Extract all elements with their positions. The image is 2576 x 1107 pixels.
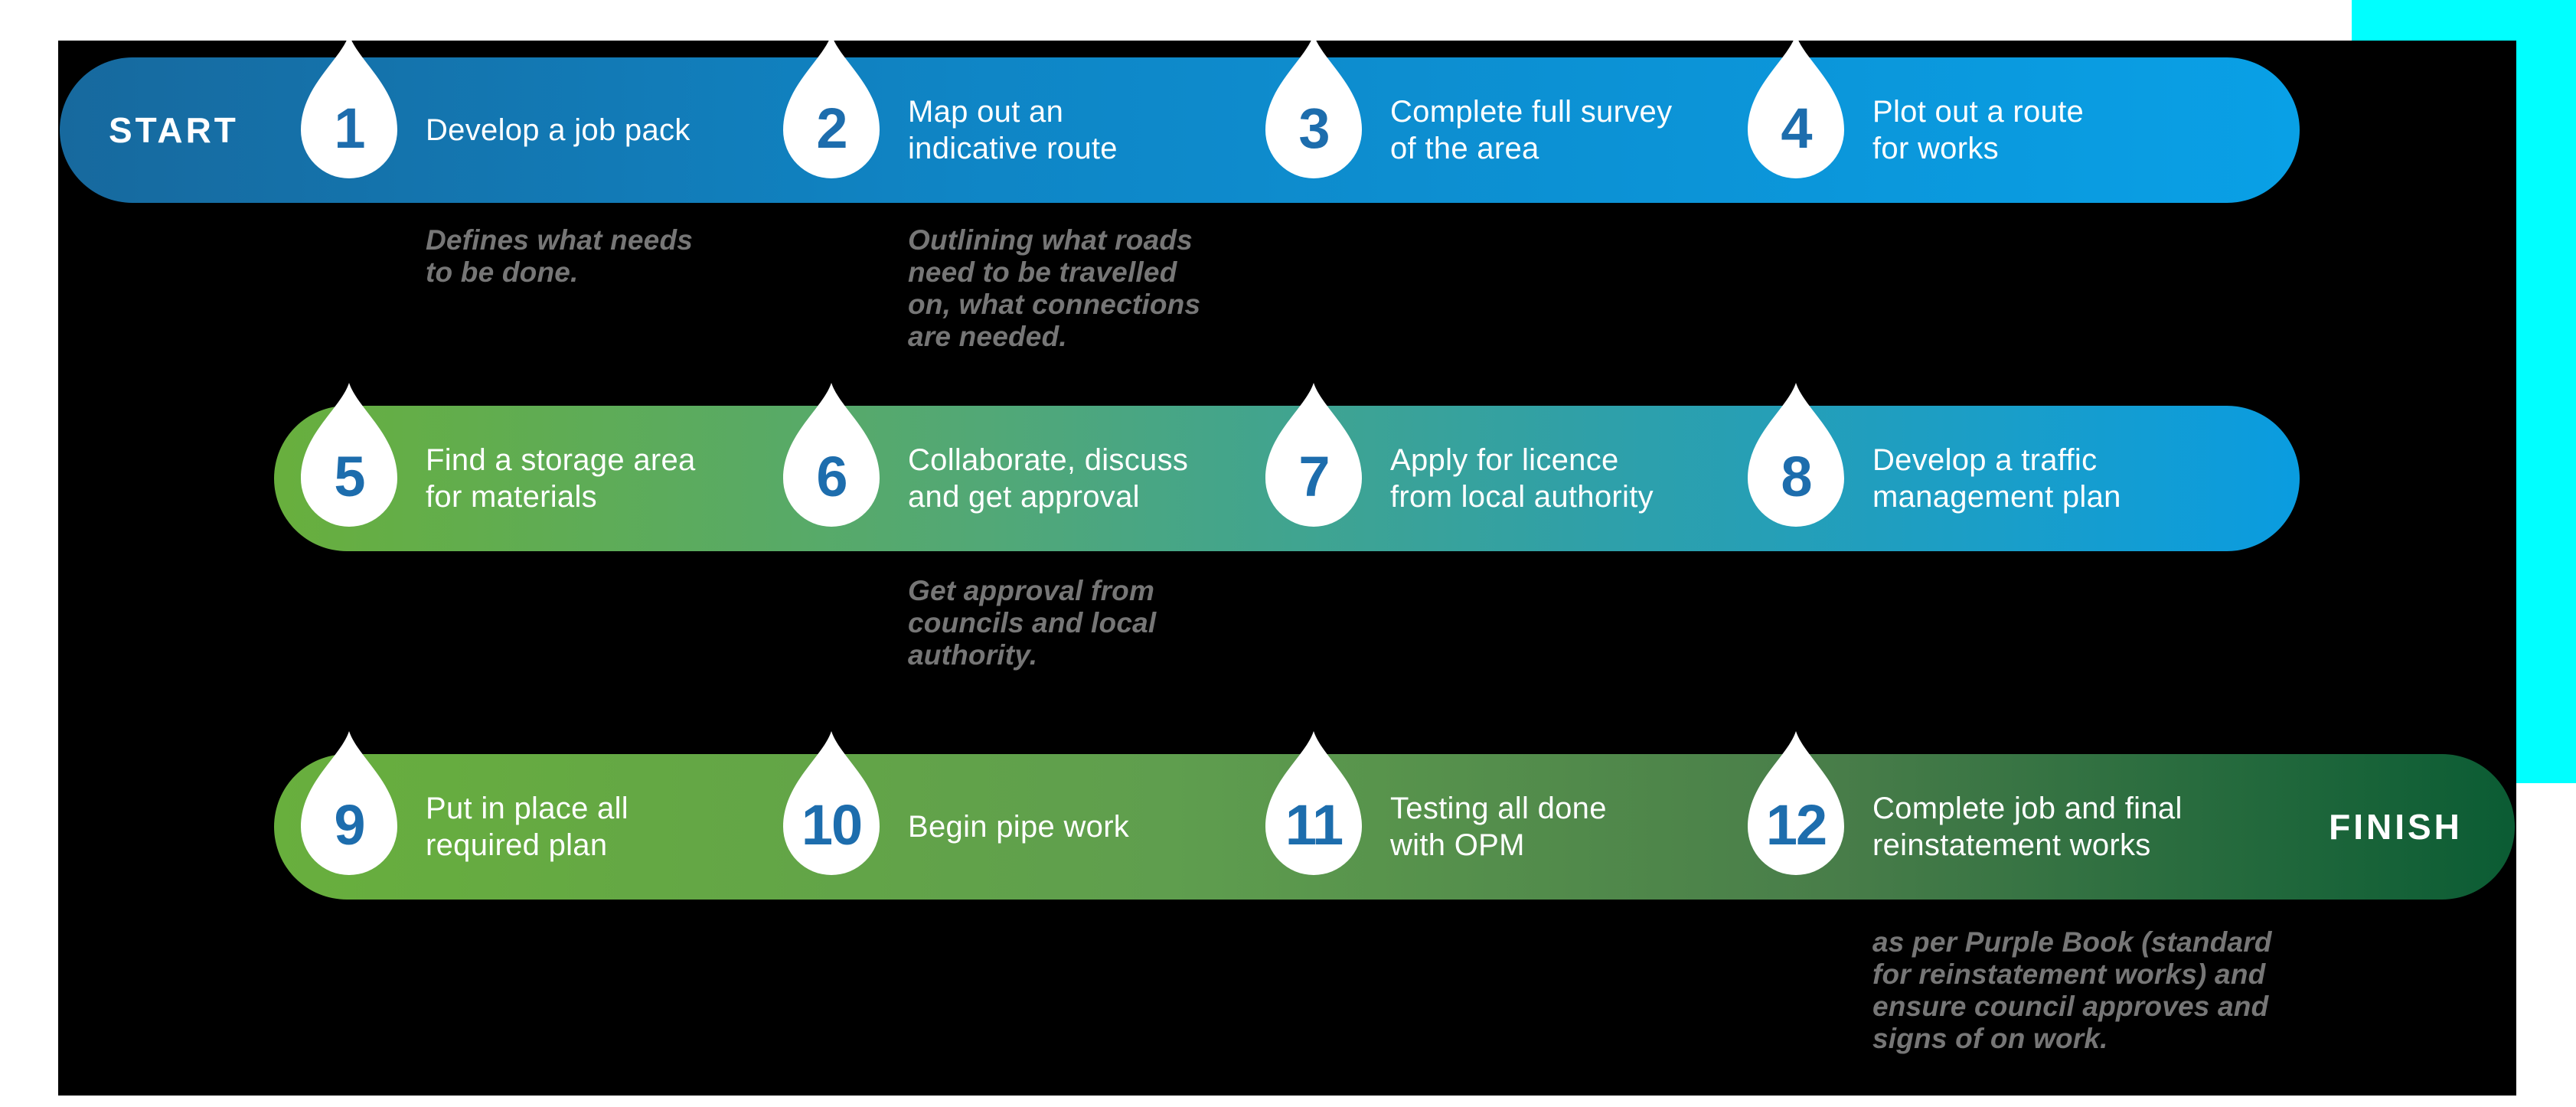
step-9-label: Put in place all required plan <box>426 792 628 862</box>
step-9-number: 9 <box>334 792 365 857</box>
water-drop-icon <box>783 34 880 178</box>
step-6-caption: Get approval from councils and local aut… <box>908 575 1157 671</box>
process-bar-row-3 <box>274 754 2515 900</box>
step-1-label: Develop a job pack <box>426 113 691 147</box>
step-12-number: 12 <box>1765 792 1827 857</box>
step-8-label: Develop a traffic management plan <box>1872 443 2121 514</box>
water-drop-icon <box>1748 383 1844 527</box>
step-2-label: Map out an indicative route <box>908 95 1118 165</box>
water-drop-icon <box>301 731 397 875</box>
step-2-marker: 2 <box>783 33 880 178</box>
finish-label: FINISH <box>2329 807 2463 847</box>
step-11-number: 11 <box>1285 792 1344 857</box>
step-4-number: 4 <box>1781 96 1812 160</box>
step-12-caption: as per Purple Book (standard for reinsta… <box>1872 926 2272 1054</box>
water-drop-icon <box>1748 731 1844 875</box>
step-3-marker: 3 <box>1265 33 1362 178</box>
step-10-number: 10 <box>801 792 863 857</box>
water-drop-icon <box>1265 383 1362 527</box>
step-6-label: Collaborate, discuss and get approval <box>908 443 1189 514</box>
water-drop-icon <box>783 383 880 527</box>
step-6-marker: 6 <box>783 381 880 527</box>
step-4-label: Plot out a route for works <box>1872 95 2085 165</box>
step-8-marker: 8 <box>1748 381 1844 527</box>
step-6-number: 6 <box>816 444 847 508</box>
water-drop-icon <box>301 383 397 527</box>
step-10-marker: 10 <box>783 730 880 875</box>
step-3-number: 3 <box>1298 96 1330 160</box>
step-1-number: 1 <box>334 96 365 160</box>
water-drop-icon <box>783 731 880 875</box>
step-8-number: 8 <box>1781 444 1812 508</box>
black-background-panel <box>58 41 2516 1096</box>
step-5-label: Find a storage area for materials <box>426 443 696 514</box>
step-7-number: 7 <box>1298 444 1330 508</box>
step-5-number: 5 <box>334 444 365 508</box>
step-2-number: 2 <box>816 96 847 160</box>
water-drop-icon <box>301 34 397 178</box>
step-11-marker: 11 <box>1265 730 1362 875</box>
step-1-caption: Defines what needs to be done. <box>426 224 694 288</box>
step-5-marker: 5 <box>301 381 397 527</box>
water-drop-icon <box>1748 34 1844 178</box>
step-1-marker: 1 <box>301 33 397 178</box>
start-label: START <box>109 110 239 150</box>
step-3-label: Complete full survey of the area <box>1390 95 1673 165</box>
step-9-marker: 9 <box>301 730 397 875</box>
step-11-label: Testing all done with OPM <box>1390 792 1607 862</box>
water-drop-icon <box>1265 731 1362 875</box>
step-4-marker: 4 <box>1748 33 1844 178</box>
water-drop-icon <box>1265 34 1362 178</box>
step-7-marker: 7 <box>1265 381 1362 527</box>
step-2-caption: Outlining what roads need to be travelle… <box>908 224 1201 352</box>
process-bar-row-1 <box>60 57 2300 203</box>
step-10-label: Begin pipe work <box>908 810 1130 844</box>
step-12-marker: 12 <box>1748 730 1844 875</box>
step-7-label: Apply for licence from local authority <box>1390 443 1654 514</box>
step-12-label: Complete job and final reinstatement wor… <box>1872 792 2183 862</box>
